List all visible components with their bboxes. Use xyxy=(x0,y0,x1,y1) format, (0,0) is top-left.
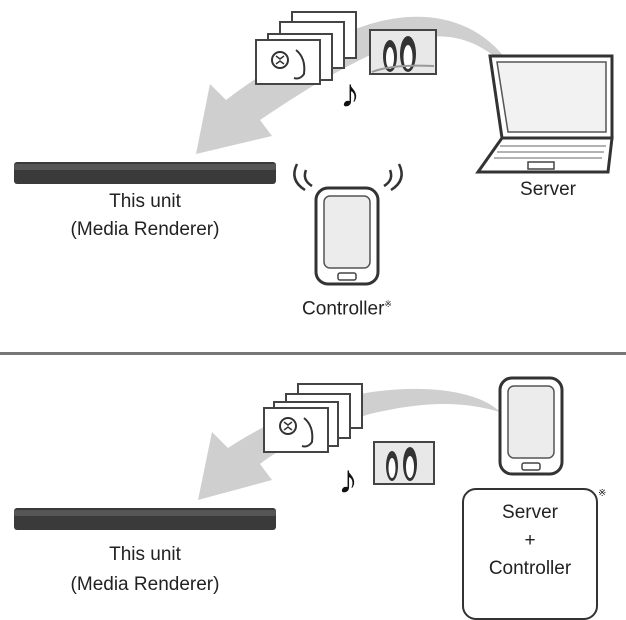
top-controller-footnote-mark: ※ xyxy=(384,299,392,309)
top-server-label: Server xyxy=(520,179,576,200)
top-controller-text: Controller xyxy=(302,298,385,320)
bottom-photo-stack-icon xyxy=(263,383,363,453)
top-flow-arrow xyxy=(196,16,520,154)
top-unit-label-line2: (Media Renderer) xyxy=(70,219,220,240)
bottom-media-renderer-device xyxy=(14,508,276,530)
top-unit-label-line1: This unit xyxy=(109,191,181,212)
bottom-penguin-photo-icon xyxy=(373,441,435,485)
top-media-renderer-device xyxy=(14,162,276,184)
bottom-footnote-mark: ※ xyxy=(598,488,607,499)
server-controller-line1: Server xyxy=(502,502,558,523)
bottom-unit-label-line2: (Media Renderer) xyxy=(70,574,220,595)
bottom-unit-label-line1: This unit xyxy=(109,544,181,565)
top-penguin-photo-icon xyxy=(369,29,437,75)
top-photo-stack-icon xyxy=(255,11,357,85)
section-divider xyxy=(0,352,626,355)
top-music-note-icon: ♪ xyxy=(340,72,360,116)
top-controller-label: Controller※ xyxy=(282,290,412,323)
top-controller-phone-icon xyxy=(314,186,380,286)
top-unit-label: This unit (Media Renderer) xyxy=(14,188,276,244)
bottom-music-note-icon: ♪ xyxy=(338,458,358,502)
top-wireless-wave-icon xyxy=(293,163,403,192)
server-controller-line2: Controller xyxy=(488,558,572,579)
server-controller-box: Server + Controller xyxy=(462,488,598,620)
laptop-server-icon xyxy=(475,54,614,174)
server-controller-plus: + xyxy=(524,530,536,551)
bottom-unit-label: This unit (Media Renderer) xyxy=(14,540,276,600)
bottom-server-controller-phone-icon xyxy=(498,376,564,476)
